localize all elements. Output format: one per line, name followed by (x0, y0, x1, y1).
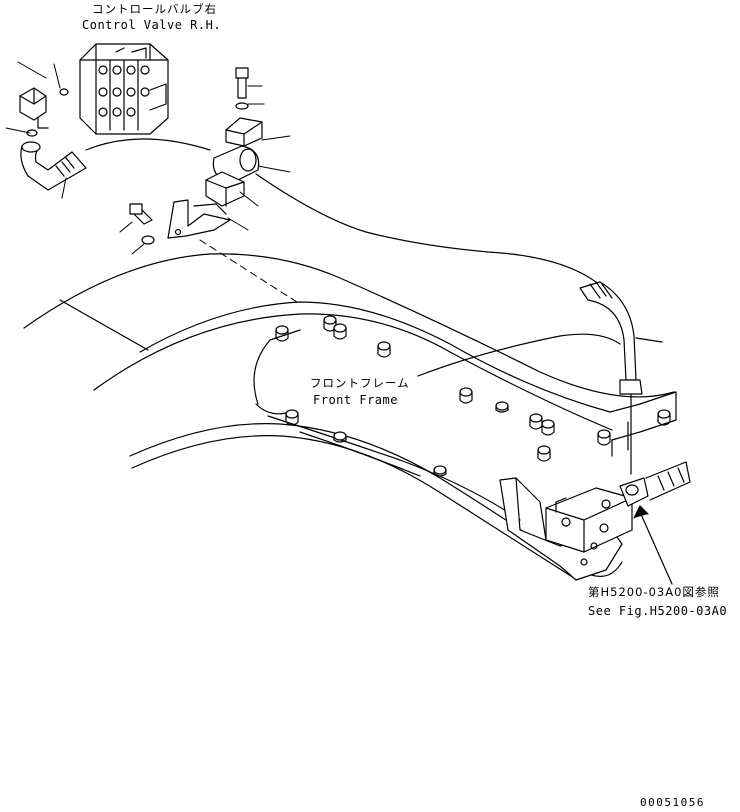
reference-arrow (633, 505, 673, 585)
drawing-code: 00051056 (640, 796, 705, 809)
front-frame-label-jp: フロントフレーム (310, 376, 410, 390)
front-frame-label-en: Front Frame (313, 393, 398, 407)
reference-label-jp: 第H5200-03A0図参照 (588, 585, 720, 599)
reference-label-en: See Fig.H5200-03A0 (588, 604, 728, 618)
control-valve (79, 43, 169, 135)
control-valve-label-jp: コントロールバルブ右 (92, 2, 217, 16)
clamp-parts (129, 67, 263, 245)
mount-bracket (499, 461, 691, 581)
leader-lines (5, 61, 301, 305)
elbow-fitting (19, 87, 69, 137)
front-frame (23, 253, 677, 579)
frame-bosses (275, 315, 671, 477)
control-valve-label-en: Control Valve R.H. (82, 18, 222, 32)
hose-left (20, 138, 211, 191)
hose-main (255, 173, 663, 475)
